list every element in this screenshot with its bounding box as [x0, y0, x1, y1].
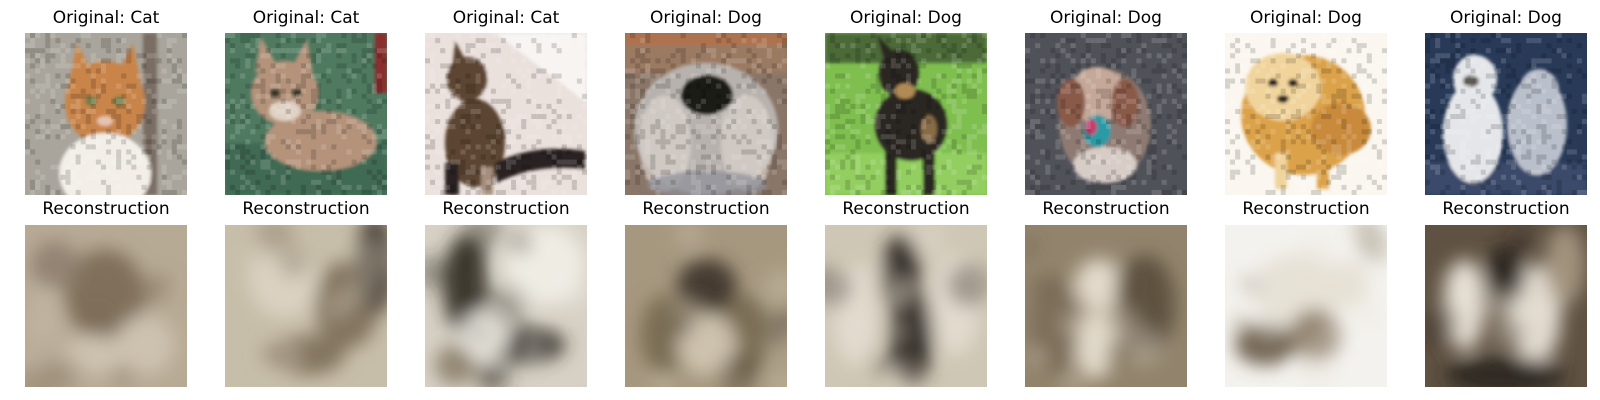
original-panel-title: Original: Dog: [1450, 8, 1562, 28]
reconstruction-graphic: [625, 225, 787, 387]
reconstruction-panel-title: Reconstruction: [242, 199, 370, 219]
original-photo-graphic: [1025, 33, 1187, 195]
reconstruction-panel-title: Reconstruction: [642, 199, 770, 219]
original-photo-graphic: [1225, 33, 1387, 195]
reconstruction-image: [825, 225, 987, 387]
reconstruction-image: [1225, 225, 1387, 387]
reconstruction-image: [625, 225, 787, 387]
reconstruction-graphic: [225, 225, 387, 387]
original-image: [1225, 33, 1387, 195]
original-panel-title: Original: Dog: [650, 8, 762, 28]
original-photo-graphic: [25, 33, 187, 195]
original-image: [225, 33, 387, 195]
reconstruction-panel-title: Reconstruction: [842, 199, 970, 219]
original-panel-title: Original: Cat: [252, 8, 360, 28]
original-photo-graphic: [225, 33, 387, 195]
original-photo-graphic: [425, 33, 587, 195]
reconstruction-image: [225, 225, 387, 387]
original-panel-title: Original: Cat: [52, 8, 160, 28]
original-image: [425, 33, 587, 195]
original-image: [825, 33, 987, 195]
original-photo-graphic: [625, 33, 787, 195]
reconstruction-image: [425, 225, 587, 387]
original-image: [625, 33, 787, 195]
reconstruction-panel-title: Reconstruction: [1442, 199, 1570, 219]
original-image: [1425, 33, 1587, 195]
reconstruction-image: [1025, 225, 1187, 387]
reconstruction-panel-title: Reconstruction: [442, 199, 570, 219]
reconstruction-graphic: [1425, 225, 1587, 387]
reconstruction-panel-title: Reconstruction: [1242, 199, 1370, 219]
reconstruction-graphic: [25, 225, 187, 387]
reconstruction-image: [25, 225, 187, 387]
reconstruction-graphic: [1225, 225, 1387, 387]
original-image: [25, 33, 187, 195]
original-panel-title: Original: Cat: [452, 8, 560, 28]
reconstruction-graphic: [425, 225, 587, 387]
original-photo-graphic: [1425, 33, 1587, 195]
reconstruction-panel-title: Reconstruction: [42, 199, 170, 219]
original-photo-graphic: [825, 33, 987, 195]
original-panel-title: Original: Dog: [850, 8, 962, 28]
reconstruction-image: [1425, 225, 1587, 387]
reconstruction-graphic: [1025, 225, 1187, 387]
original-image: [1025, 33, 1187, 195]
original-panel-title: Original: Dog: [1250, 8, 1362, 28]
reconstruction-graphic: [825, 225, 987, 387]
original-panel-title: Original: Dog: [1050, 8, 1162, 28]
reconstruction-panel-title: Reconstruction: [1042, 199, 1170, 219]
